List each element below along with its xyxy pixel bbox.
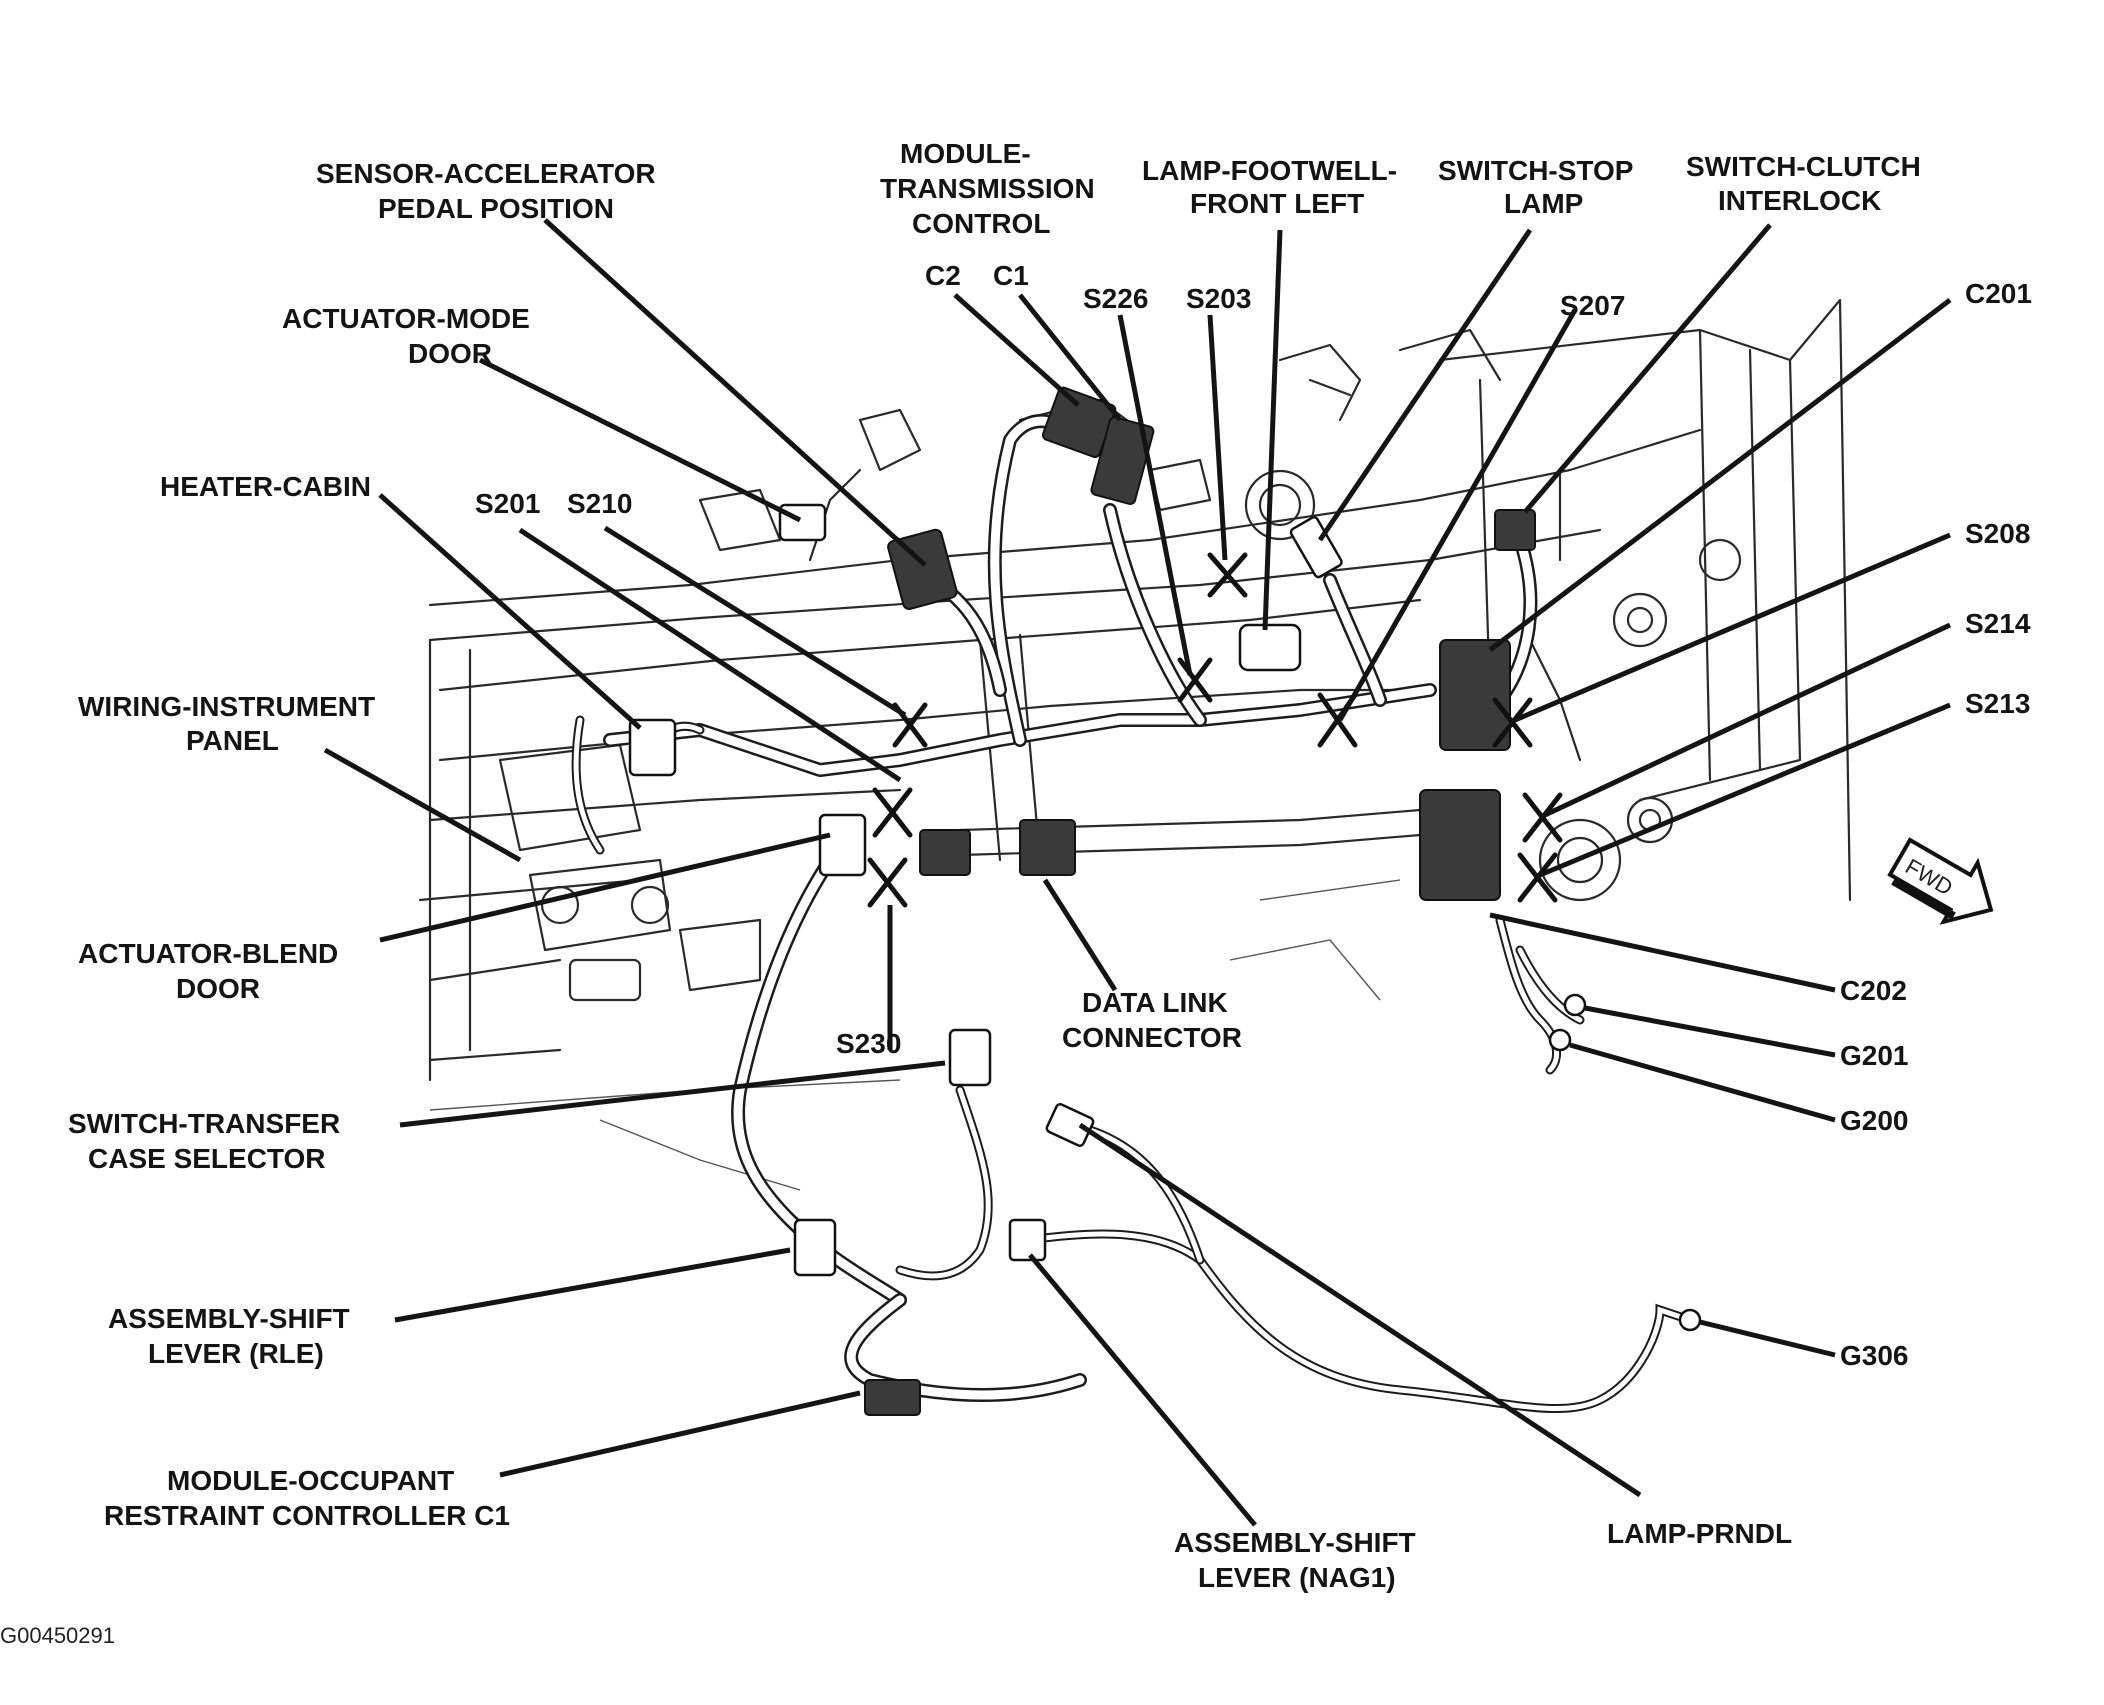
label-assembly-shift-nag1-2: LEVER (NAG1) bbox=[1198, 1562, 1396, 1593]
labels: SENSOR-ACCELERATOR PEDAL POSITION MODULE… bbox=[0, 138, 2032, 1648]
splice-mark-s203 bbox=[1207, 552, 1248, 598]
label-module-transmission-2: TRANSMISSION bbox=[880, 173, 1095, 204]
heater-cabin-connector bbox=[628, 718, 677, 777]
clutch-switch-connector bbox=[1494, 509, 1536, 551]
transfer-case-connector bbox=[948, 1028, 992, 1087]
label-switch-stop-1: SWITCH-STOP bbox=[1438, 155, 1633, 186]
footwell-lamp-connector bbox=[1238, 623, 1302, 672]
label-heater-cabin: HEATER-CABIN bbox=[160, 471, 371, 502]
data-link-connector-body bbox=[1019, 819, 1076, 876]
label-assembly-shift-rle-1: ASSEMBLY-SHIFT bbox=[108, 1303, 350, 1334]
c201-connector bbox=[1439, 639, 1511, 751]
stop-lamp-switch-connector bbox=[1289, 516, 1343, 579]
code-s203: S203 bbox=[1186, 283, 1251, 314]
label-actuator-mode-1: ACTUATOR-MODE bbox=[282, 303, 530, 334]
code-s207: S207 bbox=[1560, 290, 1625, 321]
splice-mark-s213 bbox=[1517, 852, 1558, 903]
label-actuator-blend-2: DOOR bbox=[176, 973, 260, 1004]
prndl-lamp-connector bbox=[1045, 1103, 1095, 1147]
code-s226: S226 bbox=[1083, 283, 1148, 314]
code-c201: C201 bbox=[1965, 278, 2032, 309]
label-lamp-prndl: LAMP-PRNDL bbox=[1607, 1518, 1792, 1549]
label-module-occupant-1: MODULE-OCCUPANT bbox=[167, 1465, 454, 1496]
g306-ground-eyelet bbox=[1678, 1308, 1702, 1332]
leader-lines bbox=[323, 218, 1952, 1527]
label-lamp-footwell-1: LAMP-FOOTWELL- bbox=[1142, 155, 1397, 186]
code-s213: S213 bbox=[1965, 688, 2030, 719]
label-module-transmission-1: MODULE- bbox=[900, 138, 1031, 169]
label-switch-stop-2: LAMP bbox=[1504, 188, 1583, 219]
figure-id: G00450291 bbox=[0, 1623, 115, 1648]
wiring-harness bbox=[571, 414, 1695, 1414]
blend-door-connector bbox=[818, 813, 867, 877]
orc-c1-connector bbox=[864, 1379, 921, 1416]
mode-door-actuator-connector bbox=[778, 503, 827, 542]
label-sensor-accelerator-2: PEDAL POSITION bbox=[378, 193, 614, 224]
splice-mark-s226 bbox=[1177, 657, 1213, 703]
label-sensor-accelerator-1: SENSOR-ACCELERATOR bbox=[316, 158, 656, 189]
label-actuator-blend-1: ACTUATOR-BLEND bbox=[78, 938, 338, 969]
label-wiring-instrument-2: PANEL bbox=[186, 725, 279, 756]
code-g306: G306 bbox=[1840, 1340, 1909, 1371]
code-c1: C1 bbox=[993, 260, 1029, 291]
label-switch-transfer-1: SWITCH-TRANSFER bbox=[68, 1108, 340, 1139]
shift-lever-nag1-connector bbox=[1008, 1218, 1047, 1262]
label-module-transmission-3: CONTROL bbox=[912, 208, 1050, 239]
splice-connector-left bbox=[919, 829, 971, 876]
code-s210: S210 bbox=[567, 488, 632, 519]
splice-mark-s201 bbox=[872, 787, 913, 838]
label-lamp-footwell-2: FRONT LEFT bbox=[1190, 188, 1364, 219]
code-s230: S230 bbox=[836, 1028, 901, 1059]
code-s208: S208 bbox=[1965, 518, 2030, 549]
label-switch-transfer-2: CASE SELECTOR bbox=[88, 1143, 326, 1174]
fwd-arrow: FWD bbox=[1887, 837, 1994, 925]
c202-connector bbox=[1419, 789, 1501, 901]
code-s214: S214 bbox=[1965, 608, 2031, 639]
label-actuator-mode-2: DOOR bbox=[408, 338, 492, 369]
label-module-occupant-2: RESTRAINT CONTROLLER C1 bbox=[104, 1500, 510, 1531]
code-s201: S201 bbox=[475, 488, 540, 519]
splice-mark-s208 bbox=[1492, 697, 1533, 748]
code-c202: C202 bbox=[1840, 975, 1907, 1006]
components bbox=[628, 386, 1702, 1416]
splice-mark-s214 bbox=[1522, 792, 1563, 843]
label-wiring-instrument-1: WIRING-INSTRUMENT bbox=[78, 691, 375, 722]
label-assembly-shift-nag1-1: ASSEMBLY-SHIFT bbox=[1174, 1527, 1416, 1558]
label-assembly-shift-rle-2: LEVER (RLE) bbox=[148, 1338, 324, 1369]
code-g201: G201 bbox=[1840, 1040, 1909, 1071]
label-data-link-2: CONNECTOR bbox=[1062, 1022, 1242, 1053]
label-switch-clutch-1: SWITCH-CLUTCH bbox=[1686, 151, 1921, 182]
label-data-link-1: DATA LINK bbox=[1082, 987, 1228, 1018]
g201-ground-eyelet bbox=[1563, 993, 1587, 1017]
tcm-c1-connector bbox=[1090, 416, 1155, 505]
splice-mark-s230 bbox=[867, 857, 908, 908]
code-g200: G200 bbox=[1840, 1105, 1909, 1136]
shift-lever-rle-connector bbox=[793, 1218, 837, 1277]
code-c2: C2 bbox=[925, 260, 961, 291]
g200-ground-eyelet bbox=[1548, 1028, 1572, 1052]
label-switch-clutch-2: INTERLOCK bbox=[1718, 185, 1881, 216]
